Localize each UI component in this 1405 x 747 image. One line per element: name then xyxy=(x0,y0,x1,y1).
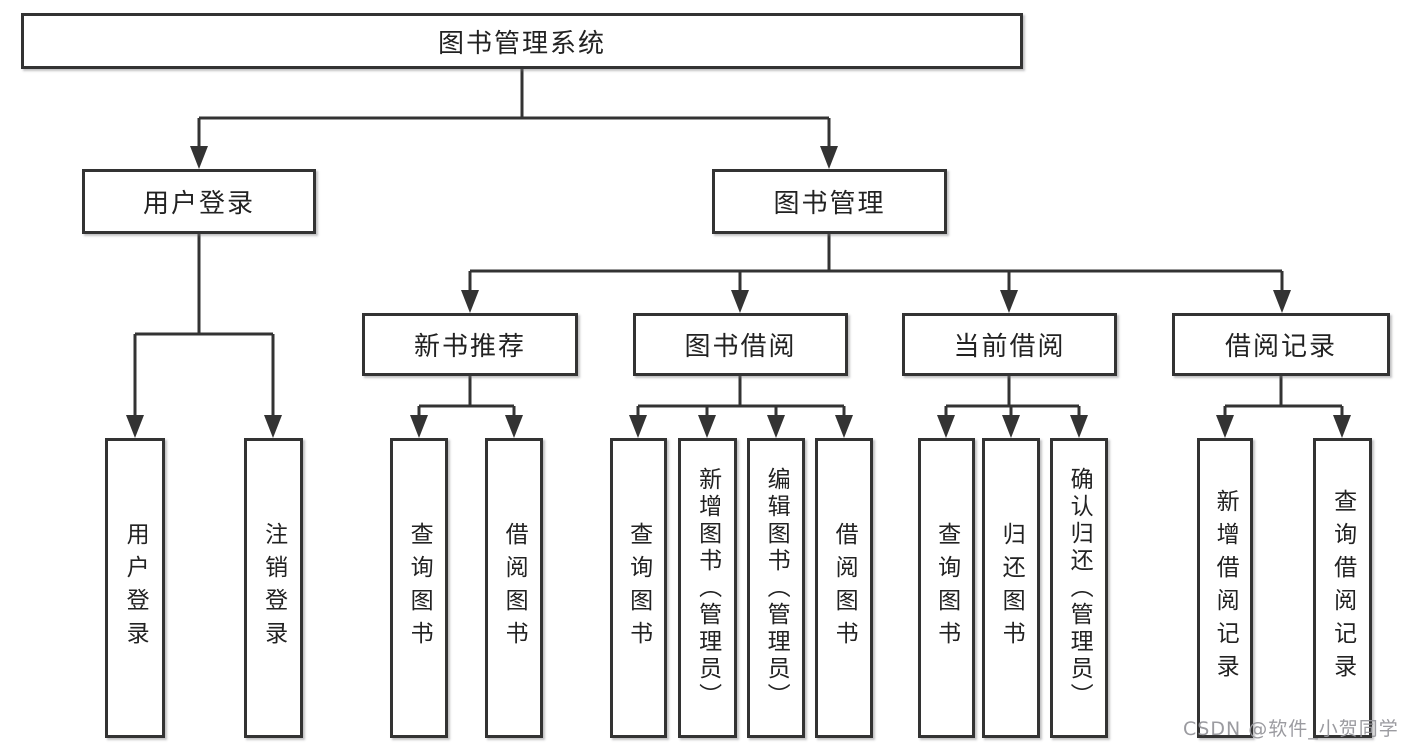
node-book-management: 图书管理 xyxy=(712,169,947,234)
node-library-management-system: 图书管理系统 xyxy=(21,13,1023,69)
arrow-down-icon xyxy=(1216,415,1234,438)
arrow-down-icon xyxy=(1070,415,1088,438)
node-label: 查询图书 xyxy=(625,522,652,654)
leaf-query-books-recommend: 查询图书 xyxy=(390,438,448,738)
node-label: 归还图书 xyxy=(998,522,1025,654)
arrow-down-icon xyxy=(505,415,523,438)
leaf-add-books-admin: 新增图书（管理员） xyxy=(678,438,737,738)
node-label: 查询图书 xyxy=(933,522,960,654)
leaf-query-borrow-record: 查询借阅记录 xyxy=(1313,438,1372,738)
arrow-down-icon xyxy=(1273,290,1291,313)
node-label: 查询图书 xyxy=(406,522,433,654)
arrow-down-icon xyxy=(731,290,749,313)
arrowheads xyxy=(126,146,1351,438)
arrow-down-icon xyxy=(410,415,428,438)
arrow-down-icon xyxy=(767,415,785,438)
node-label: 图书管理系统 xyxy=(437,28,606,59)
arrow-down-icon xyxy=(126,415,144,438)
arrow-down-icon xyxy=(820,146,838,169)
leaf-add-borrow-record: 新增借阅记录 xyxy=(1197,438,1253,738)
node-label: 新增图书（管理员） xyxy=(694,466,721,710)
leaf-borrow-books-recommend: 借阅图书 xyxy=(485,438,543,738)
node-label: 图书借阅 xyxy=(684,332,797,362)
node-label: 借阅图书 xyxy=(831,522,858,654)
node-label: 用户登录 xyxy=(122,522,149,654)
node-label: 当前借阅 xyxy=(953,332,1066,362)
node-label: 图书管理 xyxy=(773,189,886,219)
node-label: 查询借阅记录 xyxy=(1329,489,1356,687)
watermark: CSDN @软件_小贺同学 xyxy=(1183,718,1399,740)
node-label: 新增借阅记录 xyxy=(1212,489,1239,687)
leaf-borrow-books-borrowing: 借阅图书 xyxy=(815,438,873,738)
arrow-down-icon xyxy=(1002,415,1020,438)
node-label: 新书推荐 xyxy=(413,332,526,362)
leaf-query-books-current: 查询图书 xyxy=(918,438,975,738)
arrow-down-icon xyxy=(629,415,647,438)
node-label: 借阅图书 xyxy=(501,522,528,654)
leaf-logout: 注销登录 xyxy=(244,438,303,738)
node-user-login: 用户登录 xyxy=(82,169,316,234)
node-new-book-recommendation: 新书推荐 xyxy=(362,313,578,376)
leaf-query-books-borrowing: 查询图书 xyxy=(610,438,667,738)
leaf-confirm-return-admin: 确认归还（管理员） xyxy=(1050,438,1108,738)
node-label: 确认归还（管理员） xyxy=(1066,466,1093,710)
leaf-return-books: 归还图书 xyxy=(982,438,1040,738)
arrow-down-icon xyxy=(190,146,208,169)
arrow-down-icon xyxy=(1333,415,1351,438)
leaf-user-login: 用户登录 xyxy=(105,438,165,738)
arrow-down-icon xyxy=(264,415,282,438)
node-label: 注销登录 xyxy=(260,522,287,654)
arrow-down-icon xyxy=(835,415,853,438)
arrow-down-icon xyxy=(698,415,716,438)
arrow-down-icon xyxy=(937,415,955,438)
arrow-down-icon xyxy=(461,290,479,313)
node-book-borrowing: 图书借阅 xyxy=(633,313,848,376)
arrow-down-icon xyxy=(1000,290,1018,313)
node-borrowing-records: 借阅记录 xyxy=(1172,313,1390,376)
node-label: 用户登录 xyxy=(142,189,255,219)
leaf-edit-books-admin: 编辑图书（管理员） xyxy=(747,438,805,738)
node-label: 编辑图书（管理员） xyxy=(763,466,790,710)
node-current-borrowing: 当前借阅 xyxy=(902,313,1117,376)
node-label: 借阅记录 xyxy=(1224,332,1337,362)
